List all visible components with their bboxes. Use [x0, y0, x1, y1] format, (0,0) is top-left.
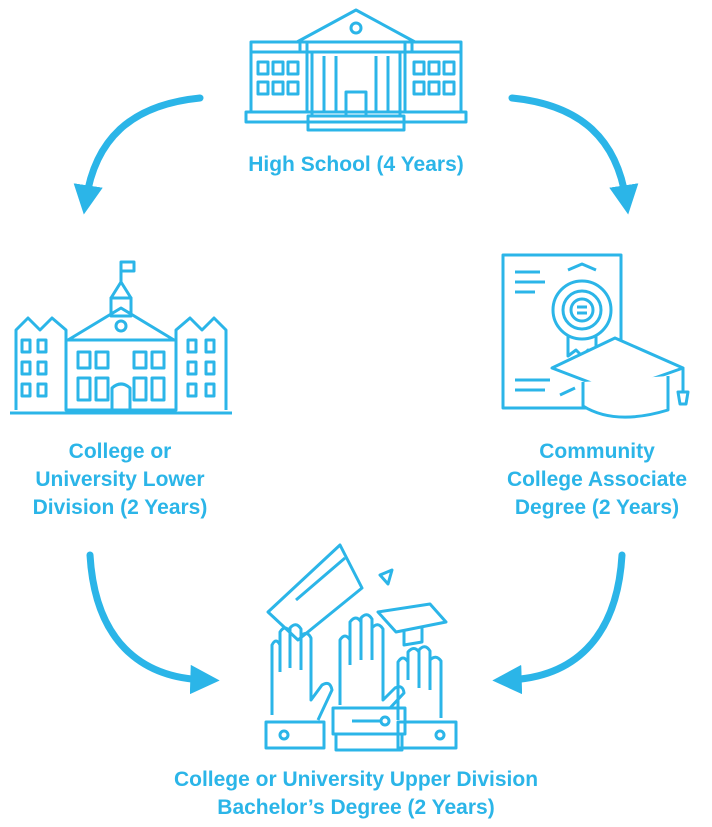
diploma-and-cap-icon	[501, 253, 690, 419]
label-upper-division-line: Bachelor’s Degree (2 Years)	[217, 796, 495, 819]
school-building-icon	[244, 8, 468, 132]
label-high-school-text: High School (4 Years)	[248, 153, 464, 176]
label-community-college-line: College Associate	[506, 468, 688, 491]
arrow-community-to-upper	[492, 551, 626, 695]
arrow-lower-to-upper	[86, 551, 220, 695]
label-lower-division-line: University Lower	[35, 468, 205, 491]
label-lower-division-line: College or	[68, 440, 172, 463]
graduation-hands-icon	[264, 543, 458, 752]
label-lower-division-line: Division (2 Years)	[32, 496, 208, 519]
label-lower-division: College or University Lower Division (2 …	[0, 438, 240, 522]
label-upper-division: College or University Upper Division Bac…	[110, 766, 602, 822]
label-high-school: High School (4 Years)	[206, 151, 506, 179]
label-community-college: Community College Associate Degree (2 Ye…	[482, 438, 712, 522]
arrow-high-to-lower	[73, 94, 204, 215]
arrow-high-to-community	[508, 94, 639, 215]
label-community-college-line: Community	[539, 440, 655, 463]
label-upper-division-line: College or University Upper Division	[173, 768, 539, 791]
label-community-college-line: Degree (2 Years)	[514, 496, 680, 519]
university-campus-icon	[10, 260, 232, 415]
